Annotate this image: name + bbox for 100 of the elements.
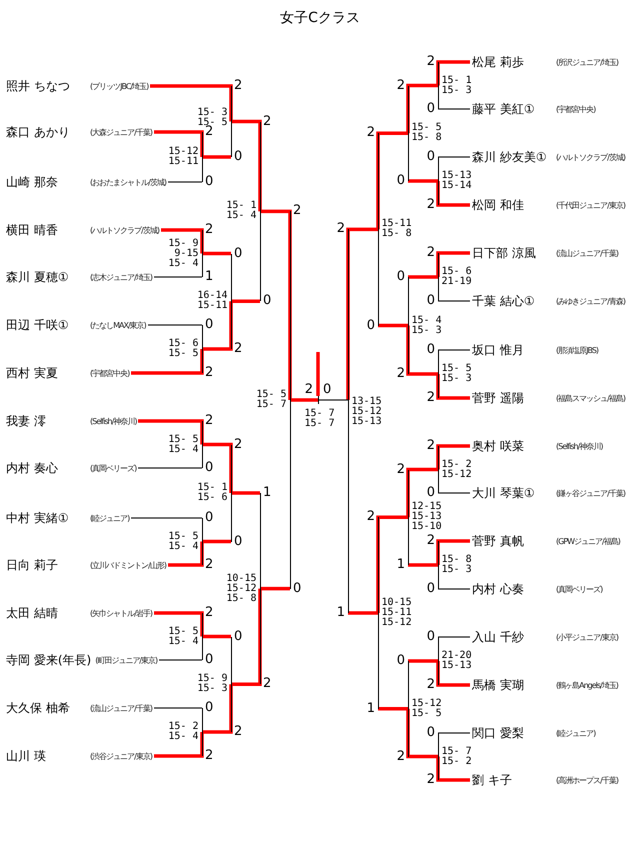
game-score: 15- 1 15- 3: [442, 76, 473, 96]
club-name: (みゆきジュニア/青森): [556, 296, 625, 306]
club-name: (宇都宮中央): [90, 368, 130, 378]
player-name: 菅野 遥陽: [472, 390, 525, 406]
bracket-line: [231, 300, 260, 303]
game-score: 15- 1 15- 4: [225, 201, 256, 222]
player-name: 日下部 涼風: [472, 244, 537, 262]
club-name: (真岡ベリーズ): [556, 584, 602, 594]
bracket-line: [408, 275, 438, 279]
game-score: 10-15 15-12 15- 8: [225, 574, 256, 604]
bracket-line: [154, 276, 202, 278]
club-name: (流山ジュニア/千葉): [556, 248, 618, 258]
club-name: (志木ジュニア/埼玉): [90, 272, 152, 282]
bracket-line: [378, 324, 408, 328]
game-score: 15- 6 15- 5: [167, 339, 198, 359]
game-score: 15- 1 15- 6: [196, 483, 228, 503]
player-name: 田辺 千咲①: [6, 316, 70, 334]
player-name: 照井 ちなつ: [6, 78, 71, 94]
bracket-line: [231, 491, 260, 495]
player-name: 奥村 咲菜: [472, 438, 525, 454]
club-name: (流山ジュニア/千葉): [90, 702, 152, 714]
bracket-line: [436, 251, 470, 277]
club-name: (福島スマッシュ/福島): [556, 392, 625, 404]
club-name: (小平ジュニア/東京): [556, 632, 618, 642]
player-name: 劉 キ子: [472, 772, 513, 788]
club-name: (Selfish/神奈川): [556, 440, 602, 452]
game-score: 15- 5 15- 7: [255, 390, 286, 410]
bracket-line: [138, 419, 204, 444]
bracket-line: [202, 442, 233, 493]
bracket-line: [168, 542, 204, 567]
game-score: 15- 4 15- 3: [412, 316, 443, 336]
player-name: 菅野 真帆: [472, 532, 525, 550]
player-name: 入山 千紗: [472, 628, 525, 646]
bracket-line: [438, 300, 470, 302]
club-name: (GPWジュニア/福島): [556, 536, 620, 546]
bracket-line: [438, 156, 470, 158]
game-score: 12-15 15-13 15-10: [412, 502, 443, 532]
bracket-line: [202, 684, 233, 734]
player-name: 森川 夏穂①: [6, 268, 70, 286]
game-score: 15-12 15- 5: [412, 698, 443, 719]
game-score: 15- 2 15- 4: [167, 722, 198, 742]
bracket-line: [260, 586, 290, 590]
club-name: (千代田ジュニア/東京): [556, 200, 625, 210]
game-score: 15- 7 15- 2: [442, 746, 473, 766]
bracket-line: [436, 661, 470, 687]
club-name: (町田ジュニア/東京): [95, 654, 158, 666]
game-score: 15- 5 15- 3: [442, 364, 473, 384]
bracket-line: [438, 636, 470, 638]
bracket-line: [202, 634, 231, 638]
title: 女子Cクラス: [279, 9, 361, 27]
score: 0: [366, 318, 376, 332]
bracket-line: [161, 228, 204, 254]
bracket-line: [436, 756, 470, 782]
player-name: 坂口 惟月: [472, 342, 525, 358]
player-name: 森口 あかり: [6, 124, 71, 140]
game-score: 15-13 15-14: [442, 171, 473, 191]
player-name: 横田 晴香: [6, 222, 59, 238]
player-name: 馬橋 実瑚: [472, 676, 525, 694]
bracket-line: [406, 468, 438, 518]
bracket-line: [376, 516, 408, 613]
bracket-line: [231, 120, 262, 212]
bracket-line: [406, 326, 438, 376]
player-name: 千葉 結心①: [472, 292, 536, 310]
bracket-line: [260, 210, 292, 400]
score: 0: [233, 630, 244, 644]
club-name: (矢巾シャトル/岩手): [90, 608, 152, 618]
bracket-line: [436, 60, 470, 86]
bracket-line: [202, 540, 231, 544]
game-score: 15- 7 15- 7: [304, 409, 336, 429]
bracket-line: [378, 707, 408, 710]
player-name: 日向 莉子: [6, 556, 59, 574]
player-name: 山崎 那奈: [6, 174, 59, 190]
game-score: 13-15 15-12 15-13: [352, 397, 383, 427]
club-name: (たなしMAX/東京): [90, 320, 146, 330]
bracket-line: [150, 84, 233, 122]
game-score: 16-14 15-11: [196, 291, 228, 312]
player-name: 中村 実緒①: [6, 510, 70, 526]
bracket-line: [406, 708, 438, 758]
game-score: 15- 5 15- 4: [167, 626, 198, 646]
bracket-line: [438, 732, 470, 734]
club-name: (那須塩原JBS): [556, 344, 598, 356]
game-score: 21-20 15-13: [442, 651, 473, 671]
player-name: 山川 瑛: [6, 748, 47, 764]
player-name: 森川 紗友美①: [472, 148, 548, 166]
club-name: (おおたまシャトル/茨城): [90, 176, 166, 188]
game-score: 15- 2 15-12: [442, 460, 473, 480]
bracket-line: [376, 132, 408, 230]
bracket-line: [202, 155, 231, 159]
game-score: 15- 5 15- 8: [412, 123, 443, 144]
club-name: (ハルトソクラブ/茨城): [90, 224, 159, 236]
bracket-line: [436, 181, 470, 207]
score: 0: [233, 246, 244, 260]
club-name: (宇都宮中央): [556, 104, 596, 114]
bracket-line: [436, 444, 470, 470]
bracket-line: [406, 84, 438, 134]
club-name: (高洲ホープス/千葉): [556, 774, 618, 786]
club-name: (ブリッツJBC/埼玉): [90, 80, 148, 92]
score: 0: [233, 534, 244, 548]
club-name: (鶴ヶ島Angels/埼玉): [556, 680, 618, 690]
player-name: 内村 奏心: [6, 460, 59, 476]
